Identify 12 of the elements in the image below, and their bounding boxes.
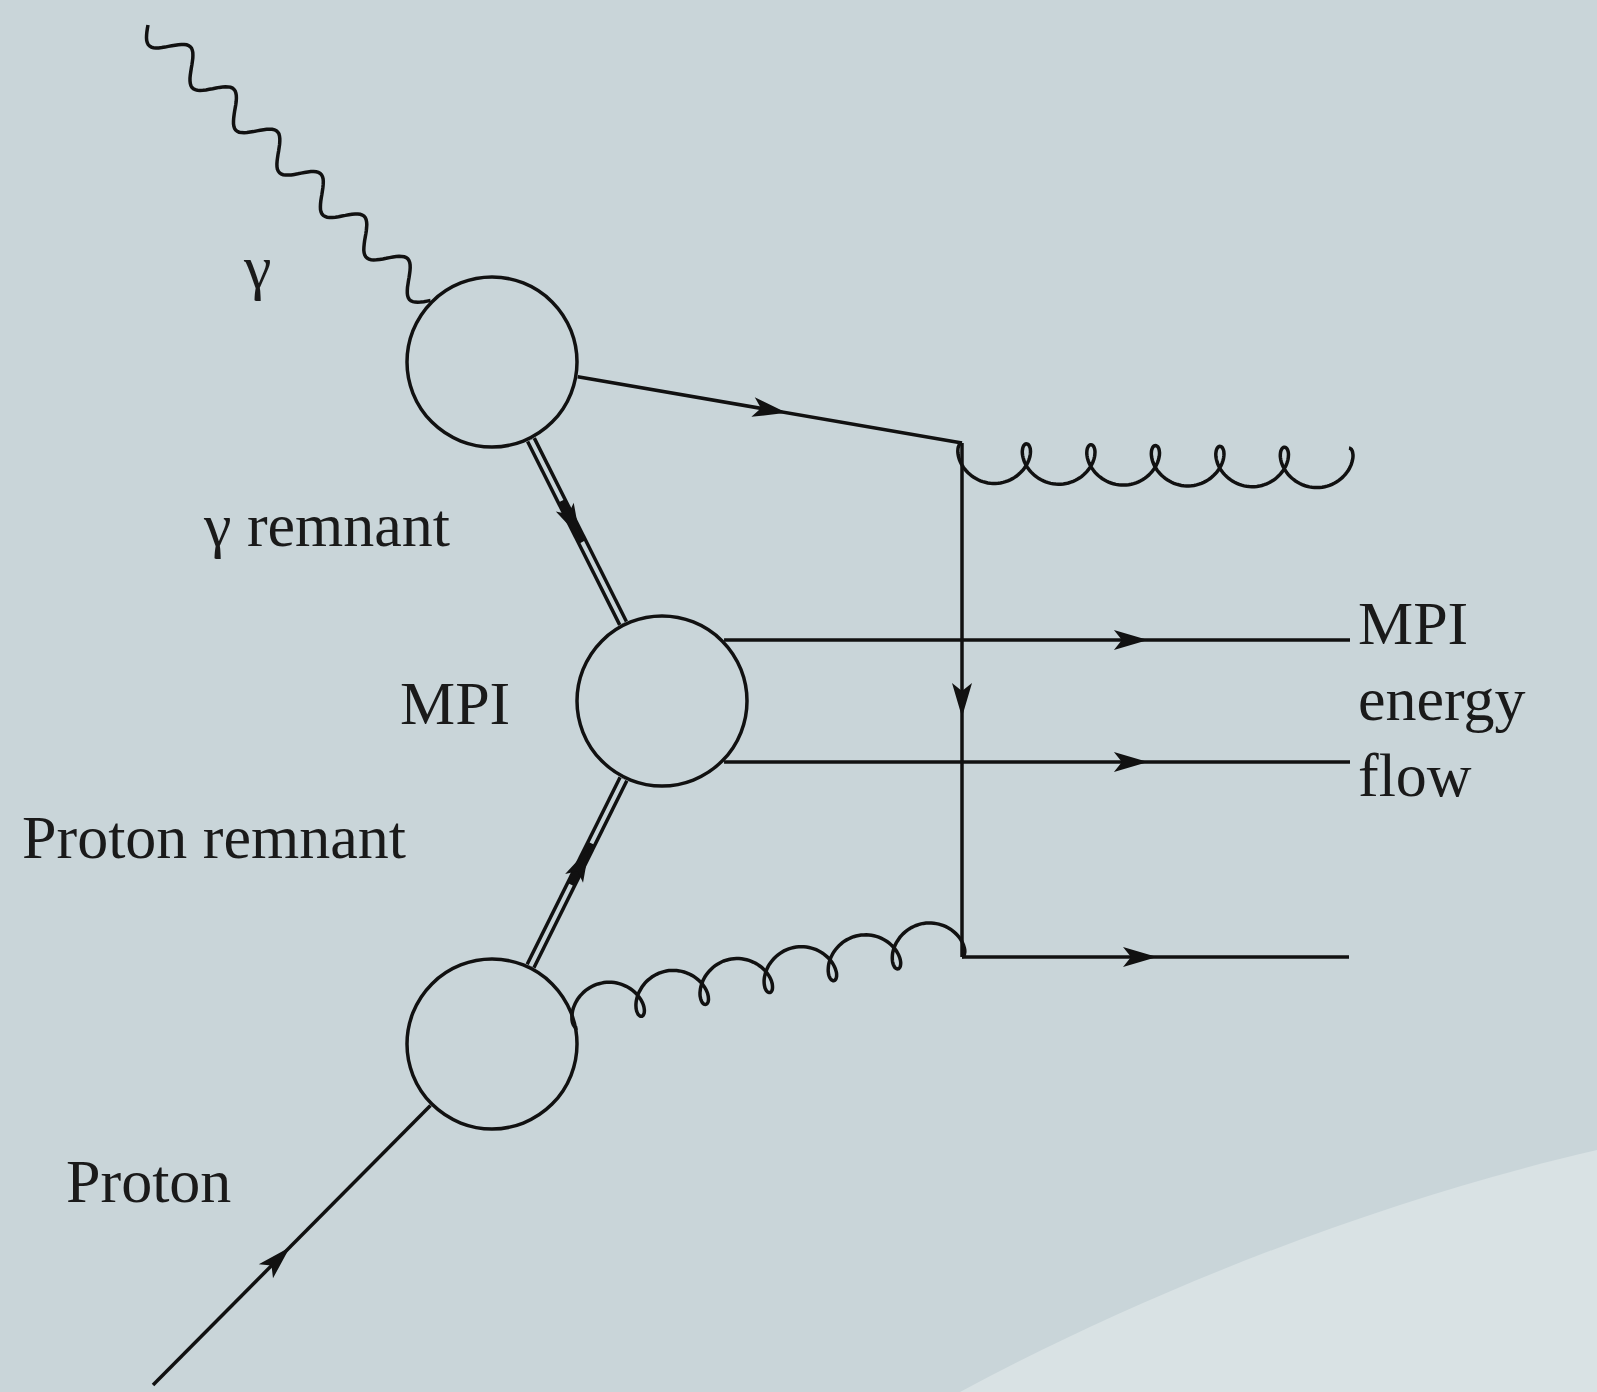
- photon-line: [144, 24, 431, 305]
- remnant-double-line: [525, 776, 629, 969]
- gluon-line: [570, 921, 967, 1030]
- edge-label: Proton: [66, 1150, 232, 1212]
- node-label: MPI: [400, 672, 511, 734]
- parton-line: [724, 630, 1350, 650]
- energy-flow-label: MPI energy flow: [1358, 588, 1527, 811]
- parton-line: [724, 752, 1350, 772]
- parton-line: [577, 375, 963, 445]
- remnant-double-line: [526, 437, 628, 626]
- edge-label: Proton remnant: [22, 806, 406, 868]
- parton-line: [151, 1104, 432, 1387]
